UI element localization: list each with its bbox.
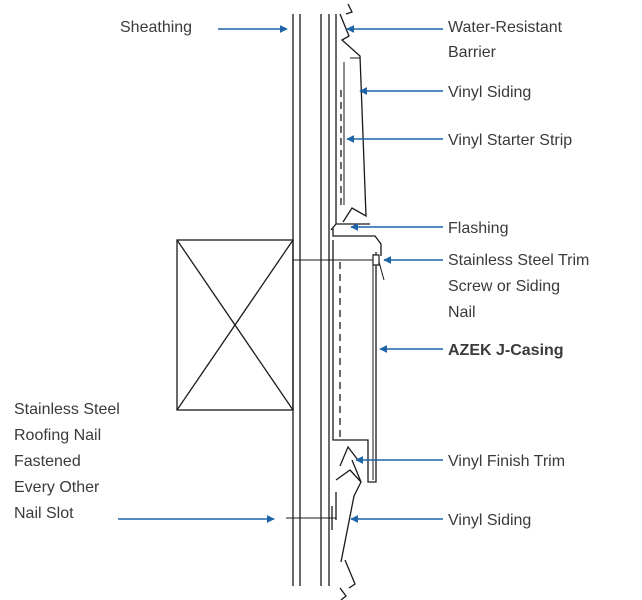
label-flashing: Flashing <box>448 220 508 237</box>
label-vinyl-siding-top: Vinyl Siding <box>448 84 531 101</box>
label-wrb-line-2: Barrier <box>448 44 497 61</box>
label-trim-screw: Stainless Steel Trim Screw or Siding Nai… <box>448 252 594 321</box>
label-roofing-nail-line-4: Every Other <box>14 479 100 496</box>
label-roofing-nail-line-1: Stainless Steel <box>14 401 120 418</box>
label-vinyl-finish-trim: Vinyl Finish Trim <box>448 453 565 470</box>
roofing-nail-shape <box>286 506 336 530</box>
sheathing-layer <box>292 14 322 586</box>
window-unit-box <box>176 239 294 411</box>
label-roofing-nail-line-3: Fastened <box>14 453 81 470</box>
label-azek-j-casing: AZEK J-Casing <box>448 342 564 359</box>
trim-screw-shape <box>372 254 385 281</box>
flashing-shape <box>332 228 382 256</box>
label-vinyl-siding-bottom: Vinyl Siding <box>448 512 531 529</box>
label-trim-screw-line-3: Nail <box>448 304 476 321</box>
label-wrb-line-1: Water-Resistant <box>448 19 563 36</box>
label-trim-screw-line-1: Stainless Steel Trim <box>448 252 589 269</box>
j-casing-shape <box>332 240 377 483</box>
label-roofing-nail-line-5: Nail Slot <box>14 505 74 522</box>
vinyl-siding-top-panel <box>330 3 370 231</box>
label-roofing-nail-line-2: Roofing Nail <box>14 427 101 444</box>
vinyl-siding-bottom-panel <box>335 445 362 600</box>
label-water-resistant-barrier: Water-Resistant Barrier <box>448 19 567 61</box>
label-vinyl-starter-strip: Vinyl Starter Strip <box>448 132 572 149</box>
label-sheathing: Sheathing <box>120 19 192 36</box>
label-trim-screw-line-2: Screw or Siding <box>448 278 560 295</box>
label-roofing-nail: Stainless Steel Roofing Nail Fastened Ev… <box>14 401 124 522</box>
